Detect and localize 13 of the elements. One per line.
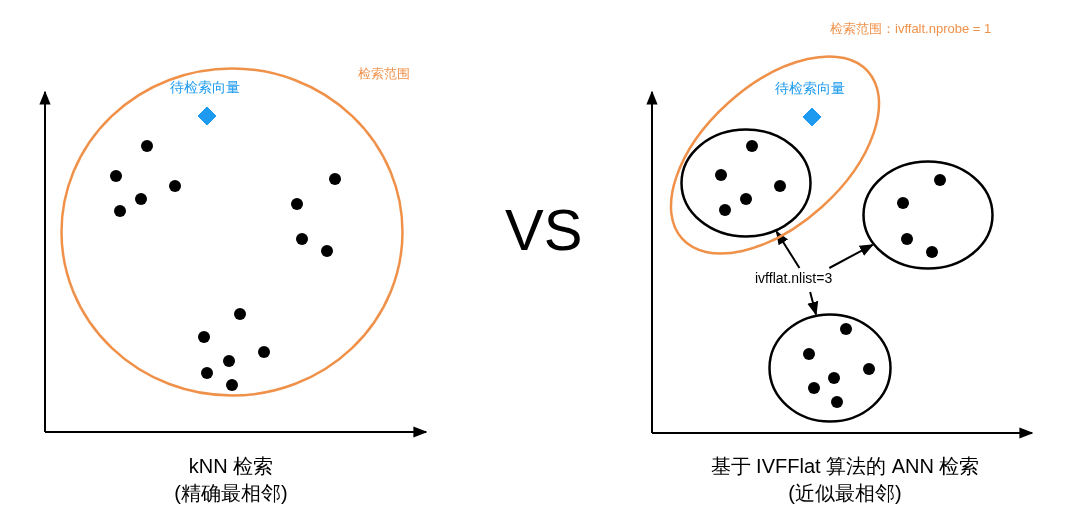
- range-label: 检索范围: [358, 67, 410, 82]
- arrow: [775, 230, 801, 269]
- query-label: 待检索向量: [775, 81, 845, 97]
- caption-text: (近似最相邻): [788, 482, 902, 504]
- nlist-label: ivfflat.nlist=3: [755, 271, 833, 287]
- vs-text: VS: [505, 198, 583, 262]
- query-label: 待检索向量: [170, 80, 240, 96]
- caption-text: kNN 检索: [188, 455, 274, 477]
- range-label: 检索范围：ivffalt.nprobe = 1: [830, 22, 992, 37]
- caption-text: (精确最相邻): [174, 482, 288, 504]
- caption-text: 基于 IVFFlat 算法的 ANN 检索: [710, 455, 980, 477]
- arrow: [828, 243, 874, 269]
- arrow: [807, 291, 819, 316]
